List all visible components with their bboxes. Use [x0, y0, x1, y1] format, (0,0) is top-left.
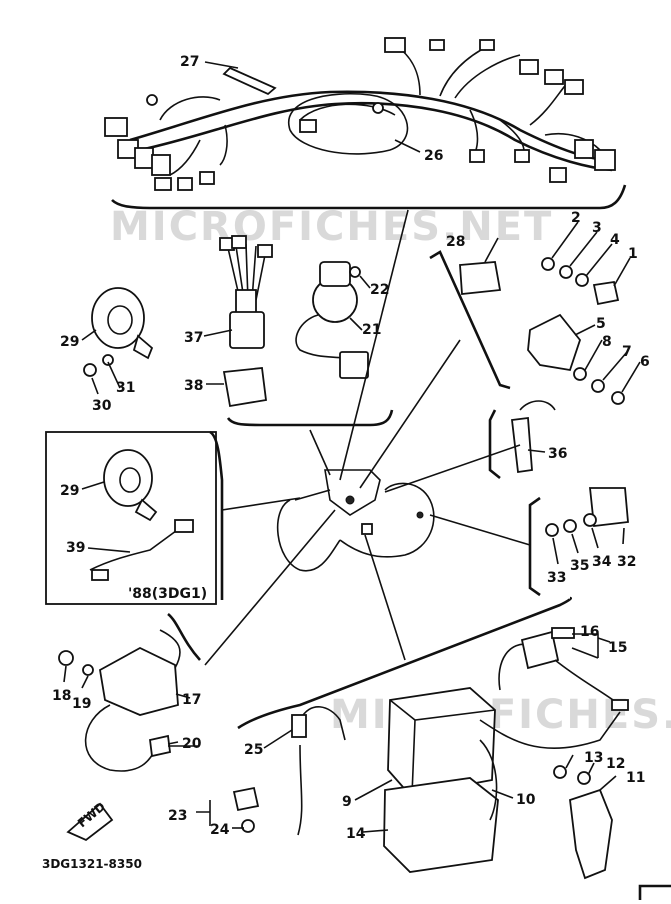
inset-bracket: [209, 430, 224, 600]
bracket-11: [569, 788, 613, 880]
callout-1: 1: [628, 246, 638, 262]
bolt-18: [58, 650, 74, 666]
washer-19: [82, 664, 94, 676]
callout-34: 34: [592, 554, 612, 570]
callout-25: 25: [244, 742, 263, 758]
callout-38: 38: [184, 378, 203, 394]
callout-20: 20: [182, 736, 202, 752]
washer-12: [577, 771, 591, 785]
bolt-13: [553, 765, 567, 779]
washer-3: [559, 265, 573, 279]
callout-17: 17: [182, 692, 201, 708]
bracket-36: [488, 409, 501, 480]
harness-clamp: [222, 66, 277, 96]
wire-harness: [104, 37, 616, 191]
callout-39: 39: [66, 540, 85, 556]
callout-13: 13: [584, 750, 603, 766]
callout-33: 33: [547, 570, 566, 586]
callout-5: 5: [596, 316, 606, 332]
switch-screw: [349, 266, 361, 278]
callout-37: 37: [184, 330, 203, 346]
callout-16: 16: [580, 624, 599, 640]
bracket-28: [429, 250, 511, 390]
callout-15: 15: [608, 640, 627, 656]
inset-horn: [103, 449, 158, 522]
callout-35: 35: [570, 558, 589, 574]
bolt-6: [611, 391, 625, 405]
callout-22: 22: [370, 282, 389, 298]
battery-bracket: [237, 596, 572, 730]
battery: [383, 687, 499, 873]
washer-4: [575, 273, 589, 287]
main-switch: [295, 261, 369, 379]
washer-35: [563, 519, 577, 533]
callout-29-top: 29: [60, 334, 79, 350]
module-28: [459, 261, 502, 295]
coil-bracket: [167, 612, 201, 661]
callout-2: 2: [571, 210, 581, 226]
callout-12: 12: [606, 756, 625, 772]
washer-24: [241, 819, 255, 833]
leader-lines: [204, 209, 531, 666]
plate-32: [589, 487, 629, 528]
washer-8: [573, 367, 587, 381]
callout-29-inset: 29: [60, 483, 79, 499]
bracket-32: [528, 496, 541, 597]
callout-26: 26: [424, 148, 443, 164]
flasher-relay: [219, 235, 273, 349]
watermark-bottom: MICROFICHES.NET: [330, 692, 671, 738]
callout-7: 7: [622, 344, 632, 360]
relay-cover: [222, 367, 268, 408]
nut-34: [583, 513, 597, 527]
washer-31: [102, 354, 114, 366]
inset-wire-39: [89, 519, 194, 581]
bolt-30: [83, 363, 97, 377]
callout-11: 11: [626, 770, 645, 786]
switch-23: [232, 786, 260, 812]
callout-27: 27: [180, 54, 199, 70]
callout-14: 14: [346, 826, 366, 842]
callout-3: 3: [592, 220, 602, 236]
callout-31: 31: [116, 380, 135, 396]
battery-lead: [479, 711, 621, 749]
callout-30: 30: [92, 398, 112, 414]
callout-leaders: [63, 61, 641, 833]
horn: [91, 287, 154, 360]
frame-outline: [276, 469, 435, 572]
switch-bracket: [226, 409, 394, 427]
callout-32: 32: [617, 554, 636, 570]
callout-9: 9: [342, 794, 352, 810]
harness-bracket: [111, 184, 627, 210]
washer-33: [545, 523, 559, 537]
callout-6: 6: [640, 354, 650, 370]
callout-8: 8: [602, 334, 612, 350]
callout-28: 28: [446, 234, 465, 250]
inset-note: '88(3DG1): [128, 586, 207, 602]
fwd-arrow: FWD: [66, 799, 114, 842]
callout-18: 18: [52, 688, 71, 704]
callout-4: 4: [610, 232, 620, 248]
clip-1: [592, 280, 620, 306]
callout-10: 10: [516, 792, 536, 808]
sensor-36: [511, 416, 533, 474]
washer-7: [591, 379, 605, 393]
callout-23: 23: [168, 808, 187, 824]
callout-labels: 27 26 2 3 4 1 28 22 21 5 8 7 6 29 37 38 …: [52, 54, 650, 842]
fuse-holder: [498, 627, 629, 711]
footer-code: 3DG1321-8350: [42, 857, 142, 871]
regulator-5: [527, 313, 582, 372]
callout-36: 36: [548, 446, 567, 462]
callout-19: 19: [72, 696, 91, 712]
inset-frame: [45, 431, 217, 605]
bolt-2: [541, 257, 555, 271]
corner-mark: [638, 884, 671, 900]
ignition-coil: [84, 629, 181, 772]
callout-24: 24: [210, 822, 230, 838]
watermark-top: MICROFICHES.NET: [110, 204, 553, 250]
callout-21: 21: [362, 322, 381, 338]
sensor-25: [291, 706, 346, 836]
